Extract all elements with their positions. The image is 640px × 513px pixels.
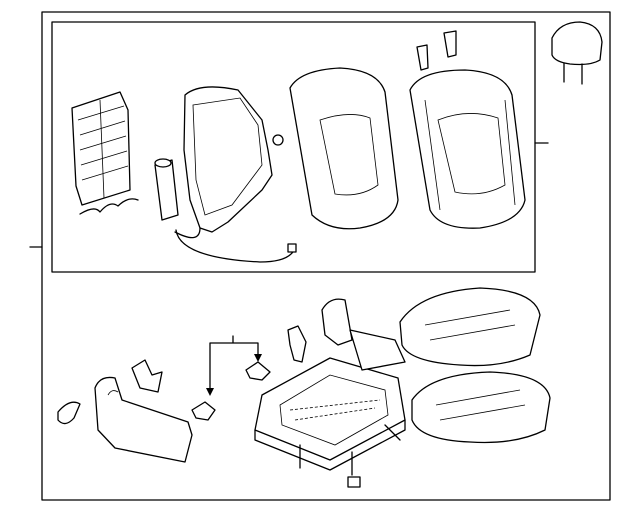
inner-bracket bbox=[287, 325, 307, 363]
side-shield bbox=[94, 376, 193, 463]
seat-cushion-cover bbox=[411, 371, 551, 444]
bracket bbox=[131, 359, 163, 393]
lumbar-motor bbox=[154, 158, 179, 221]
seat-cushion-pad bbox=[399, 287, 541, 367]
assembly-frame bbox=[41, 11, 611, 501]
bolt-cap bbox=[347, 476, 361, 488]
seat-track-cover bbox=[349, 329, 406, 371]
seat-back-pad bbox=[289, 67, 399, 230]
seat-cushion-frame bbox=[254, 357, 406, 476]
lumbar-support-spring bbox=[71, 91, 139, 215]
seat-back-subassembly-frame bbox=[51, 21, 536, 273]
headrest bbox=[551, 21, 603, 85]
clip-lower bbox=[191, 401, 216, 421]
callout-bracket bbox=[206, 335, 262, 396]
recliner-handle bbox=[57, 401, 81, 425]
seat-back-cover bbox=[409, 69, 526, 229]
side-cover bbox=[321, 298, 353, 346]
clip-upper bbox=[245, 361, 271, 381]
seat-back-frame bbox=[174, 86, 297, 263]
headrest-guides bbox=[416, 30, 457, 71]
clip bbox=[272, 134, 284, 146]
